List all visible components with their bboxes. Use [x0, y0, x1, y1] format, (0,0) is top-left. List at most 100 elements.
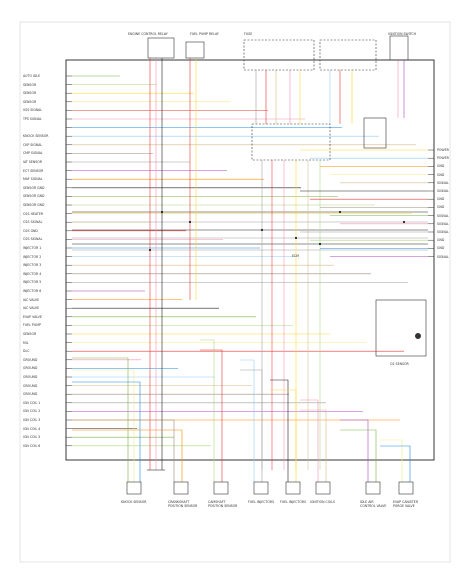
ecm-frame — [65, 59, 435, 461]
wire-route — [72, 357, 129, 482]
bottom-component-label: KNOCK SENSOR — [121, 500, 147, 504]
ecm-label: ECM — [292, 254, 299, 258]
wire-route — [72, 429, 183, 482]
wire-route — [200, 349, 223, 482]
left-pin-label: ECT SENSOR — [23, 168, 44, 173]
left-pin-label: SENSOR GND — [23, 185, 45, 190]
relay-box-2 — [319, 39, 377, 71]
wire-route — [380, 439, 403, 482]
left-pin-label: INJECTOR 3 — [23, 263, 42, 268]
bottom-component-label: IGNITION COILS — [310, 500, 336, 504]
left-pin-label: IGN COIL 2 — [23, 409, 41, 414]
top-component-label: IGNITION SWITCH — [388, 32, 417, 36]
right-pin-label: POWER — [437, 156, 449, 161]
bottom-connector — [173, 481, 189, 495]
left-pin-label: SENSOR — [23, 99, 37, 104]
wire-route — [270, 389, 297, 482]
left-pin-label: TPS SIGNAL — [23, 117, 42, 121]
splice-dot — [318, 242, 322, 246]
wire-route — [240, 359, 255, 482]
left-pin-label: EVAP VALVE — [23, 314, 42, 319]
left-pin-label: SENSOR GND — [23, 203, 45, 207]
o2-sensor-component — [375, 299, 427, 357]
left-pin-label: GROUND — [23, 375, 38, 379]
left-pin-label: INJECTOR 5 — [23, 280, 42, 285]
right-pin-label: GND — [437, 197, 445, 202]
left-pin-label: O2S HEATER — [23, 211, 44, 216]
wire-route — [380, 445, 411, 482]
right-pin-label: SIGNAL — [437, 221, 449, 226]
left-pin-label: IGN COIL 1 — [23, 400, 41, 405]
wire-route — [300, 399, 319, 482]
frame-layer — [19, 21, 451, 563]
left-pin-label: GROUND — [23, 392, 38, 397]
left-pin-label: FUEL PUMP — [23, 323, 41, 328]
left-pin-label: IGN COIL 6 — [23, 443, 41, 448]
left-pin-label: KNOCK SENSOR — [23, 134, 49, 139]
right-pin-label: GND — [437, 164, 445, 169]
fuel-pump-relay — [185, 41, 205, 59]
wire-route — [72, 369, 135, 482]
bottom-component-label: FUEL INJECTORS — [248, 500, 275, 504]
bottom-component-label: IDLE AIR CONTROL VALVE — [360, 500, 387, 508]
splice-dot — [148, 248, 152, 252]
component-layer — [66, 35, 434, 495]
left-pin-label: VSS SIGNAL — [23, 108, 43, 113]
left-pin-label: INJECTOR 4 — [23, 271, 42, 276]
left-pin-label: CKP SIGNAL — [23, 142, 43, 147]
left-pin-label: O2S SIGNAL — [23, 237, 43, 242]
right-pin-label: GND — [437, 172, 445, 177]
right-pin-label: SIGNAL — [437, 189, 449, 193]
wire-route — [270, 379, 289, 482]
left-pin-label: IAC VALVE — [23, 306, 40, 311]
wire-route — [340, 429, 377, 482]
left-pin-label: GROUND — [23, 366, 38, 371]
left-pin-label: IGN COIL 4 — [23, 426, 41, 431]
aux-relay — [363, 117, 387, 149]
left-pin-label: IGN COIL 3 — [23, 418, 41, 422]
splice-dot — [338, 210, 342, 214]
left-pin-label: SENSOR — [23, 91, 37, 96]
right-pin-label: SIGNAL — [437, 254, 449, 259]
wire-route — [240, 369, 263, 482]
top-component-label: FUEL PUMP RELAY — [190, 32, 219, 36]
bottom-component-label: EVAP CANISTER PURGE VALVE — [393, 500, 419, 508]
splice-dot — [260, 228, 264, 232]
right-pin-label: GND — [437, 246, 445, 251]
left-pin-label: O2S SIGNAL — [23, 220, 43, 225]
wire-layer — [72, 58, 428, 482]
bottom-connector — [253, 481, 269, 495]
left-pin-label: GROUND — [23, 357, 38, 362]
right-pin-label: GND — [437, 205, 445, 210]
wire-route — [300, 409, 327, 482]
right-pin-label: SIGNAL — [437, 180, 449, 185]
top-component-label: FUSE — [244, 32, 253, 36]
left-pin-label: AUTO IDLE — [23, 74, 41, 78]
right-pin-label: POWER — [437, 148, 449, 152]
right-pin-label: SIGNAL — [437, 213, 449, 218]
left-pin-label: DLC — [23, 349, 30, 354]
page-border — [19, 21, 451, 563]
bottom-component-label: CRANKSHAFT POSITION SENSOR — [168, 500, 198, 508]
left-pin-label: SENSOR GND — [23, 194, 45, 199]
right-pin-label: SIGNAL — [437, 230, 449, 234]
top-component-label: ENGINE CONTROL RELAY — [128, 32, 168, 36]
splice-dot — [402, 220, 406, 224]
left-pin-label: O2S GND — [23, 228, 38, 233]
splice-dot — [188, 220, 192, 224]
bottom-connector — [285, 481, 301, 495]
left-pin-label: MIL — [23, 340, 29, 345]
o2-sensor-label: O2 SENSOR — [390, 362, 409, 366]
splice-dot — [160, 210, 164, 214]
right-pin-label: GND — [437, 238, 445, 243]
left-pin-label: IGN COIL 5 — [23, 435, 41, 440]
wire-route — [340, 419, 369, 482]
bottom-connector — [213, 481, 229, 495]
wire-route — [72, 419, 175, 482]
wire-route — [72, 381, 141, 482]
left-pin-label: SENSOR — [23, 332, 37, 336]
bottom-component-label: FUEL INJECTORS — [280, 500, 307, 504]
engine-control-relay — [147, 37, 175, 59]
left-pin-label: INJECTOR 2 — [23, 254, 42, 259]
